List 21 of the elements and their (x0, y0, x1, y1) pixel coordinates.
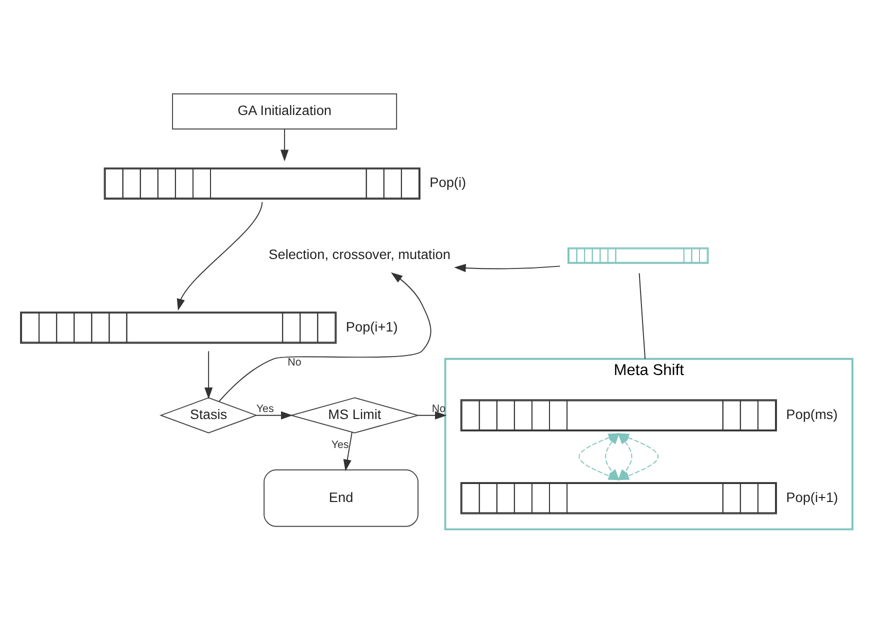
arrow (418, 411, 447, 420)
node-diamond: MS Limit (290, 397, 420, 434)
edge-label: Yes (331, 438, 349, 451)
connector (638, 272, 646, 360)
node-diamond: Stasis (160, 397, 258, 434)
arrow (176, 202, 263, 311)
node-label: Pop(i+1) (346, 319, 398, 334)
arrow (218, 272, 432, 402)
arrow (256, 411, 293, 420)
edge-label: Yes (256, 403, 274, 416)
arrow (204, 350, 213, 400)
arrow (280, 128, 289, 162)
node-box: End (264, 469, 418, 527)
arrow (454, 264, 561, 272)
node-label: Pop(ms) (786, 406, 838, 422)
node-label: Pop(i+1) (786, 490, 838, 505)
node-box: GA Initialization (172, 93, 398, 130)
edge-label: No (288, 356, 302, 368)
node-label: Pop(i) (430, 175, 466, 190)
arrow (343, 432, 352, 472)
node-text: Selection, crossover, mutation (268, 247, 450, 262)
